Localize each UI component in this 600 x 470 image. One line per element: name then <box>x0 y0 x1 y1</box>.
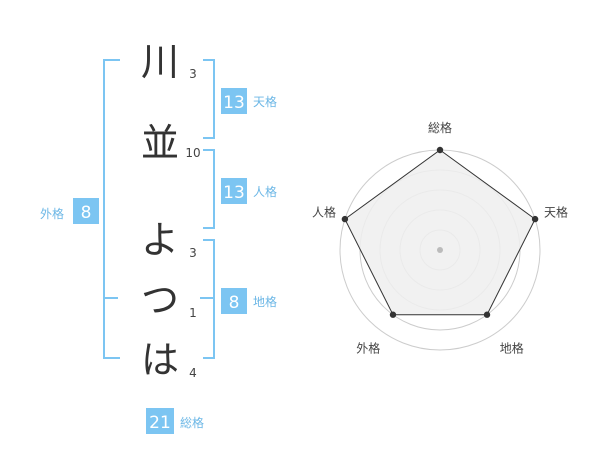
name-char-3: よ <box>141 218 179 262</box>
jinkaku-value: 13 <box>223 183 245 203</box>
jinkaku-badge <box>221 178 247 204</box>
chikaku-label: 地格 <box>253 294 277 309</box>
radar-axis-label: 外格 <box>356 341 380 356</box>
tenkaku-bracket <box>203 59 215 139</box>
jinkaku-label: 人格 <box>253 184 277 199</box>
radar-point <box>531 215 539 223</box>
stroke-count-3: 3 <box>189 246 197 260</box>
radar-point <box>436 146 444 154</box>
gaikaku-label: 外格 <box>40 206 64 221</box>
name-char-5: は <box>141 338 179 382</box>
chikaku-value: 8 <box>229 293 240 313</box>
radar-axis-label: 総格 <box>428 120 452 135</box>
tenkaku-badge <box>221 88 247 114</box>
tenkaku-value: 13 <box>223 93 245 113</box>
name-char-2: 並 <box>141 121 179 165</box>
stroke-count-1: 3 <box>189 67 197 81</box>
radar-point <box>483 311 491 318</box>
soukaku-badge <box>146 408 174 434</box>
gaikaku-value: 8 <box>81 203 92 223</box>
soukaku-label: 総格 <box>180 415 204 430</box>
name-char-4: つ <box>141 278 179 322</box>
radar-polygon <box>344 149 536 316</box>
tenkaku-label: 天格 <box>253 94 277 109</box>
radar-axis-label: 地格 <box>500 341 524 356</box>
stroke-count-4: 1 <box>189 306 197 320</box>
stroke-count-2: 10 <box>185 146 200 160</box>
radar-axis-label: 天格 <box>544 204 568 219</box>
soukaku-value: 21 <box>149 413 171 433</box>
stroke-count-5: 4 <box>189 366 197 380</box>
gaikaku-badge <box>73 198 99 224</box>
radar-axis-label: 人格 <box>312 204 336 219</box>
radar-point <box>341 215 349 223</box>
jinkaku-bracket <box>203 149 215 229</box>
radar-center-dot <box>437 247 443 253</box>
gaikaku-bracket <box>103 59 120 359</box>
chikaku-badge <box>221 288 247 314</box>
radar-point <box>389 311 397 318</box>
name-char-1: 川 <box>141 40 179 84</box>
